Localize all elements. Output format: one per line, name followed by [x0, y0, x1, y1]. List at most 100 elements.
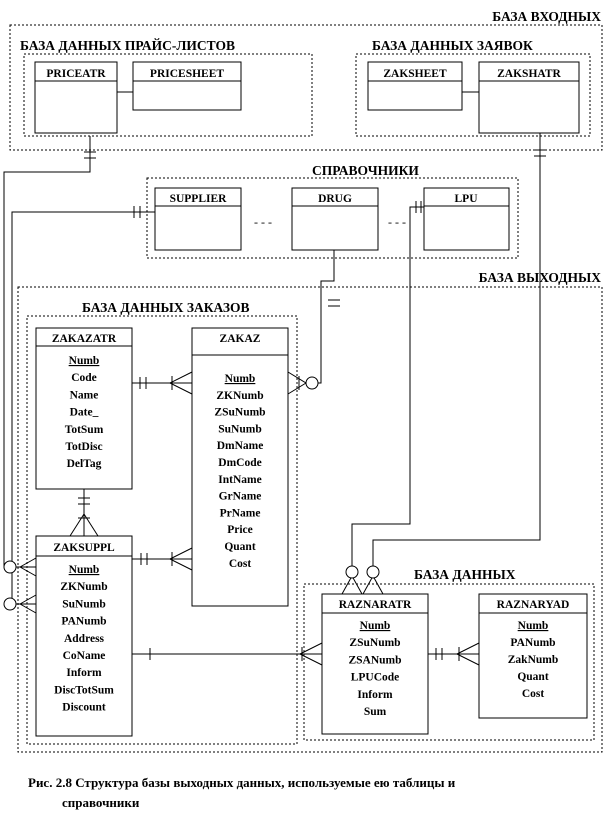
table-zaksuppl-field: PANumb	[61, 616, 106, 628]
crowfoot	[351, 575, 363, 595]
table-supplier	[154, 187, 242, 251]
figure-caption: Рис. 2.8 Структура базы выходных данных,…	[28, 773, 588, 813]
er-diagram: БАЗА ВХОДНЫХ БАЗА ДАННЫХ ПРАЙС-ЛИСТОВ БА…	[3, 9, 603, 753]
table-zakaz-field: GrName	[219, 491, 262, 503]
table-zakazatr-title: ZAKAZATR	[52, 333, 117, 345]
table-zakaz-field: Quant	[224, 541, 255, 553]
pricelist-db-title: БАЗА ДАННЫХ ПРАЙС-ЛИСТОВ	[20, 38, 235, 53]
table-zaksuppl-field: CoName	[63, 650, 106, 662]
link-supplier-zaksuppl	[11, 211, 155, 605]
table-zakazatr-field: Name	[70, 389, 99, 401]
table-lpu	[423, 187, 510, 251]
table-zakaz-field: Cost	[229, 558, 252, 570]
table-zaksuppl-field: DiscTotSum	[54, 684, 114, 696]
table-drug	[291, 187, 379, 251]
crowfoot	[19, 566, 37, 577]
optional-marker	[345, 565, 359, 579]
requests-db-title: БАЗА ДАННЫХ ЗАЯВОК	[372, 38, 533, 53]
optional-marker	[3, 560, 17, 574]
table-zakaz-fields: NumbZKNumbZSuNumbSuNumbDmNameDmCodeIntNa…	[214, 373, 265, 570]
table-raznaryad-field: Cost	[522, 688, 545, 700]
table-priceatr-title: PRICEATR	[46, 68, 106, 80]
crowfoot	[299, 642, 323, 655]
table-raznaryad-title: RAZNARYAD	[497, 599, 570, 611]
table-zakazatr-field: DelTag	[67, 458, 102, 470]
table-raznaryad-field: PANumb	[510, 637, 555, 649]
pricelist-db-boundary	[23, 53, 313, 137]
crowfoot	[19, 603, 37, 614]
table-raznaratr-title: RAZNARATR	[339, 599, 412, 611]
table-zakaz-field: PrName	[220, 507, 261, 519]
crowfoot	[287, 382, 307, 395]
table-zaksuppl-fields: NumbZKNumbSuNumbPANumbAddressCoNameInfor…	[54, 564, 114, 714]
table-zakshatr	[478, 61, 580, 134]
table-raznaratr-field: Sum	[364, 706, 387, 718]
directory-separator: - - -	[254, 215, 272, 229]
table-zaksheet	[367, 61, 463, 111]
table-priceatr	[34, 61, 118, 134]
table-zakaz-field: DmCode	[218, 457, 261, 469]
table-raznaratr-field: LPUCode	[351, 672, 400, 684]
table-pricesheet-title: PRICESHEET	[150, 68, 224, 80]
orders-db-title: БАЗА ДАННЫХ ЗАКАЗОВ	[82, 300, 250, 315]
table-zakaz-title: ZAKAZ	[220, 333, 261, 345]
table-zakaz-field: ZKNumb	[216, 390, 263, 402]
crowfoot	[69, 513, 85, 537]
crowfoot	[169, 371, 193, 384]
table-zakshatr-title: ZAKSHATR	[497, 68, 561, 80]
link-drug-zakaz	[306, 250, 335, 384]
allocation-db-boundary	[303, 583, 595, 741]
table-zaksheet-title: ZAKSHEET	[383, 68, 447, 80]
table-zaksuppl-field: Inform	[66, 667, 102, 679]
output-db-boundary	[17, 286, 603, 753]
table-raznaryad-field: Quant	[517, 671, 548, 683]
optional-marker	[3, 597, 17, 611]
table-drug-title: DRUG	[318, 193, 352, 205]
crowfoot	[169, 382, 193, 395]
crowfoot	[372, 575, 384, 595]
table-supplier-title: SUPPLIER	[170, 193, 228, 205]
table-raznaratr-field: Numb	[360, 620, 391, 632]
table-zaksuppl-field: SuNumb	[62, 598, 105, 610]
optional-marker	[305, 376, 319, 390]
table-zakaz-field: DmName	[217, 440, 264, 452]
allocation-db-title: БАЗА ДАННЫХ	[414, 567, 516, 582]
crowfoot	[341, 575, 353, 595]
table-zakaz-field: ZSuNumb	[214, 407, 265, 419]
crowfoot	[19, 594, 37, 605]
crowfoot	[19, 557, 37, 568]
table-zaksuppl-field: Discount	[62, 702, 106, 714]
optional-marker	[366, 565, 380, 579]
crowfoot	[456, 653, 480, 666]
input-db-title: БАЗА ВХОДНЫХ	[492, 9, 601, 24]
orders-db-boundary	[26, 315, 298, 745]
input-db-boundary	[9, 24, 603, 151]
table-zaksuppl-title: ZAKSUPPL	[53, 542, 115, 554]
crowfoot	[299, 653, 323, 666]
table-zaksuppl-field: ZKNumb	[60, 581, 107, 593]
link-zakshatr-raznaratr	[372, 133, 541, 568]
relationship-lines	[3, 91, 546, 666]
table-zakazatr-field: Code	[71, 372, 97, 384]
table-zakaz-field: Price	[227, 524, 253, 536]
directory-separator: - - -	[388, 215, 406, 229]
table-zakaz-field: IntName	[218, 474, 261, 486]
crowfoot	[456, 642, 480, 655]
caption-line1: Рис. 2.8 Структура базы выходных данных,…	[28, 775, 456, 790]
crowfoot	[169, 547, 193, 560]
crowfoot	[83, 513, 99, 537]
table-pricesheet	[132, 61, 242, 111]
table-lpu-title: LPU	[455, 193, 479, 205]
table-zaksuppl-field: Address	[64, 633, 105, 645]
table-zakaz	[191, 327, 289, 607]
table-zakazatr-field: TotDisc	[65, 441, 102, 453]
caption-line2: справочники	[62, 795, 140, 810]
table-raznaratr-field: ZSANumb	[348, 654, 401, 666]
requests-db-boundary	[355, 53, 591, 137]
link-lpu-raznaratr	[351, 206, 424, 568]
directories-boundary	[146, 177, 519, 259]
link-input-zaksuppl	[3, 136, 91, 568]
